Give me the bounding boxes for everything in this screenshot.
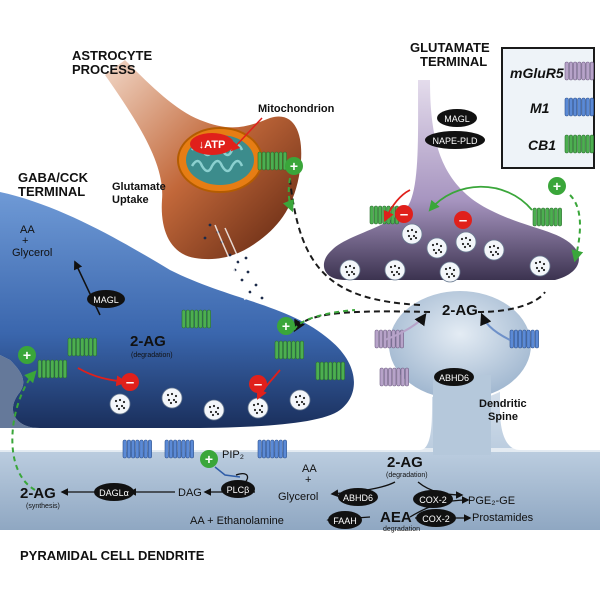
- atp-badge: ↓ATP: [190, 133, 234, 155]
- svg-text:–: –: [254, 376, 262, 393]
- svg-text:+: +: [553, 178, 561, 194]
- plus-label-gaba: +: [22, 235, 28, 247]
- twoag-synthesis-label: 2-AG: [20, 485, 56, 502]
- svg-text:ABHD6: ABHD6: [343, 493, 373, 503]
- pge2-label: PGE₂-GE: [468, 495, 515, 507]
- svg-text:+: +: [205, 451, 213, 467]
- enzyme-cox2-lower: COX-2: [416, 509, 456, 527]
- glutamate-terminal-label-1: GLUTAMATE: [410, 40, 490, 55]
- stimulation-signs: + + + + +: [18, 157, 566, 468]
- legend-label-mglur5: mGluR5: [510, 65, 564, 81]
- aea-label: AEA: [380, 509, 412, 526]
- svg-text:FAAH: FAAH: [333, 516, 357, 526]
- pip2-label: PIP₂: [222, 449, 244, 461]
- svg-text:–: –: [400, 206, 408, 223]
- twoag-synthesis-sub: (synthesis): [26, 503, 60, 510]
- plus-label-dendrite: +: [305, 474, 311, 486]
- glycerol-label-gaba: Glycerol: [12, 247, 52, 259]
- enzyme-dagla: DAGLα: [94, 483, 134, 501]
- dendritic-spine-label-1: Dendritic: [479, 398, 527, 410]
- aea-degradation-label: degradation: [383, 526, 420, 533]
- astrocyte-label-2: PROCESS: [72, 62, 136, 77]
- svg-text:ABHD6: ABHD6: [439, 373, 469, 383]
- svg-text:–: –: [459, 212, 467, 229]
- enzyme-cox2-upper: COX-2: [413, 490, 453, 508]
- svg-text:+: +: [23, 347, 31, 363]
- astrocyte-label-1: ASTROCYTE: [72, 48, 153, 63]
- inhibition-signs: – – – –: [121, 205, 472, 393]
- gaba-terminal-label-2: TERMINAL: [18, 184, 85, 199]
- twoag-dendrite-label: 2-AG: [387, 454, 423, 471]
- legend-label-m1: M1: [530, 100, 550, 116]
- svg-text:NAPE-PLD: NAPE-PLD: [432, 136, 478, 146]
- svg-text:↓ATP: ↓ATP: [199, 139, 226, 151]
- gaba-terminal: [0, 192, 354, 428]
- legend-label-cb1: CB1: [528, 137, 556, 153]
- glutamate-terminal: [323, 80, 579, 280]
- enzyme-magl-glutamate: MAGL: [437, 109, 477, 127]
- mitochondrion-label: Mitochondrion: [258, 103, 335, 115]
- enzyme-abhd6-spine: ABHD6: [434, 368, 474, 386]
- svg-text:+: +: [282, 318, 290, 334]
- twoag-dendrite-sub: (degradation): [386, 472, 428, 479]
- svg-text:+: +: [290, 158, 298, 174]
- cb1-legend-icon: [564, 134, 595, 154]
- svg-text:COX-2: COX-2: [419, 495, 447, 505]
- aa-label-dendrite: AA: [302, 463, 317, 475]
- glutamate-uptake-label-2: Uptake: [112, 194, 149, 206]
- enzyme-abhd6-dendrite: ABHD6: [338, 488, 378, 506]
- svg-text:COX-2: COX-2: [422, 514, 450, 524]
- glycerol-label-dendrite: Glycerol: [278, 491, 318, 503]
- glutamate-terminal-label-2: TERMINAL: [420, 54, 487, 69]
- svg-text:PLCβ: PLCβ: [227, 485, 250, 495]
- svg-text:–: –: [126, 374, 134, 391]
- pyramidal-dendrite-label: PYRAMIDAL CELL DENDRITE: [20, 548, 205, 563]
- gaba-terminal-label-1: GABA/CCK: [18, 170, 89, 185]
- mglur5-legend-icon: [564, 61, 595, 81]
- twoag-spine-label: 2-AG: [442, 302, 478, 319]
- twoag-gaba-label: 2-AG: [130, 333, 166, 350]
- glutamate-uptake-label-1: Glutamate: [112, 181, 166, 193]
- prostamides-label: Prostamides: [472, 512, 534, 524]
- glutamate-uptake-dots: [203, 223, 264, 300]
- enzyme-plcb: PLCβ: [221, 480, 255, 498]
- enzyme-nape-pld: NAPE-PLD: [425, 131, 485, 149]
- receptor-legend: mGluR5 M1 CB1: [501, 47, 595, 169]
- twoag-gaba-sub: (degradation): [131, 352, 173, 359]
- svg-text:MAGL: MAGL: [93, 295, 119, 305]
- dendritic-spine-label-2: Spine: [488, 411, 518, 423]
- dag-label: DAG: [178, 487, 202, 499]
- aa-label-gaba: AA: [20, 224, 35, 236]
- m1-legend-icon: [564, 97, 595, 117]
- enzyme-faah: FAAH: [328, 511, 362, 529]
- aa-ethanolamine-label: AA + Ethanolamine: [190, 515, 284, 527]
- svg-text:MAGL: MAGL: [444, 114, 470, 124]
- enzyme-magl-gaba: MAGL: [87, 290, 125, 308]
- svg-text:DAGLα: DAGLα: [99, 488, 129, 498]
